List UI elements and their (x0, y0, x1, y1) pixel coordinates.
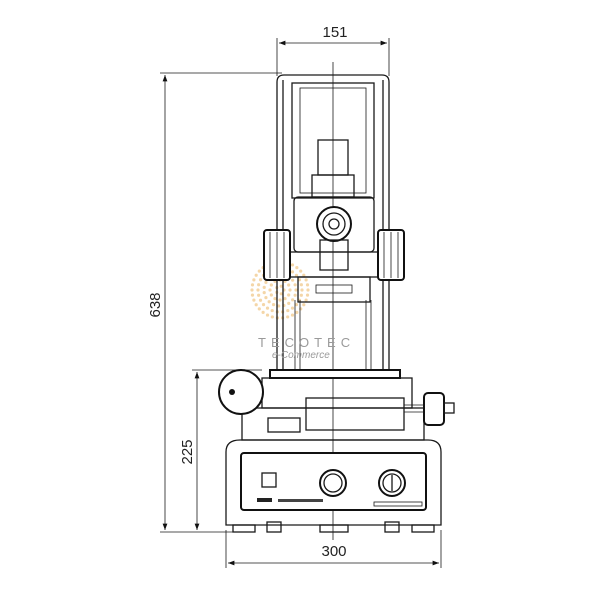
watermark-dot (264, 280, 268, 284)
watermark-dot (254, 303, 258, 307)
dimension-label-300: 300 (321, 543, 346, 560)
focus-knob-left (263, 229, 291, 281)
watermark-dot (269, 293, 273, 297)
watermark-dot (278, 298, 282, 302)
watermark-tagline: e-Commerce (272, 350, 330, 361)
dimension-label-638: 638 (147, 292, 164, 317)
watermark-dot (271, 303, 276, 307)
dimension-label-151: 151 (322, 24, 347, 41)
watermark-dot (294, 288, 298, 292)
watermark-dot (295, 310, 299, 314)
watermark-dot (300, 288, 304, 292)
watermark-dot (286, 315, 290, 319)
watermark-dot (294, 302, 299, 307)
watermark-dot (252, 278, 256, 282)
watermark-dot (261, 302, 266, 307)
watermark-dot (294, 273, 299, 278)
watermark-dot (305, 293, 310, 297)
watermark-dot (273, 297, 277, 301)
watermark-dot (279, 284, 283, 288)
watermark-dot (257, 293, 261, 297)
watermark-dot (299, 283, 303, 287)
watermark-dot (291, 298, 295, 302)
watermark-dot (258, 278, 263, 282)
focus-knob-right (377, 229, 405, 281)
watermark-dot (291, 278, 295, 282)
watermark-dot (265, 313, 270, 317)
watermark-dot (250, 288, 254, 292)
watermark-dot (290, 263, 295, 267)
watermark-dot (261, 310, 265, 314)
watermark-dot (264, 296, 268, 300)
watermark-dot (286, 308, 290, 313)
base (225, 439, 442, 526)
watermark-dot (265, 306, 270, 310)
watermark-dot (283, 297, 287, 301)
dimension-base-width: 300 (225, 530, 442, 568)
watermark-dot (258, 298, 263, 302)
watermark-dot (277, 304, 281, 308)
watermark-dot (262, 285, 266, 289)
watermark-dot (270, 315, 274, 319)
watermark-dot (302, 303, 306, 307)
watermark-dot (287, 301, 291, 305)
watermark-dot (269, 283, 273, 287)
microscope-head (289, 196, 379, 303)
watermark-brand: TECOTEC (258, 335, 355, 350)
watermark-dot (299, 293, 303, 297)
watermark-dot (257, 283, 261, 287)
watermark-dot (304, 278, 308, 282)
watermark-dot (287, 293, 291, 297)
watermark-dot (295, 266, 299, 270)
dimension-base-height: 225 (179, 369, 262, 530)
watermark-dot (257, 307, 261, 311)
watermark-dot (293, 283, 297, 287)
watermark-dot (305, 283, 310, 287)
watermark-dot (268, 288, 272, 292)
watermark-dot (267, 300, 271, 304)
watermark-dot (306, 288, 310, 292)
watermark-dot (290, 270, 295, 274)
watermark-dot (297, 278, 302, 282)
watermark-dot (250, 293, 255, 297)
dimension-top-width: 151 (276, 24, 390, 76)
watermark-dot (262, 291, 266, 295)
watermark-dot (270, 308, 274, 313)
dimension-label-225: 225 (179, 439, 196, 464)
power-switch (261, 472, 277, 488)
feet (232, 521, 435, 533)
watermark-dot (302, 273, 306, 277)
watermark-dot (304, 298, 308, 302)
watermark-dot (279, 292, 283, 296)
watermark-dot (299, 269, 303, 273)
micrometer-dial (218, 369, 264, 415)
stage-knob (423, 392, 445, 426)
watermark-dot (287, 283, 291, 287)
watermark-dot (256, 288, 260, 292)
watermark-dot (250, 283, 255, 287)
watermark-dot (257, 269, 261, 273)
watermark-dot (299, 307, 303, 311)
watermark-dot (288, 288, 292, 292)
watermark-dot (290, 313, 295, 317)
xy-stage (218, 369, 455, 441)
watermark-dot (290, 306, 295, 310)
watermark-dot (293, 293, 297, 297)
watermark-dot (252, 298, 256, 302)
dimension-total-height: 638 (147, 72, 282, 533)
watermark-dot (254, 273, 258, 277)
